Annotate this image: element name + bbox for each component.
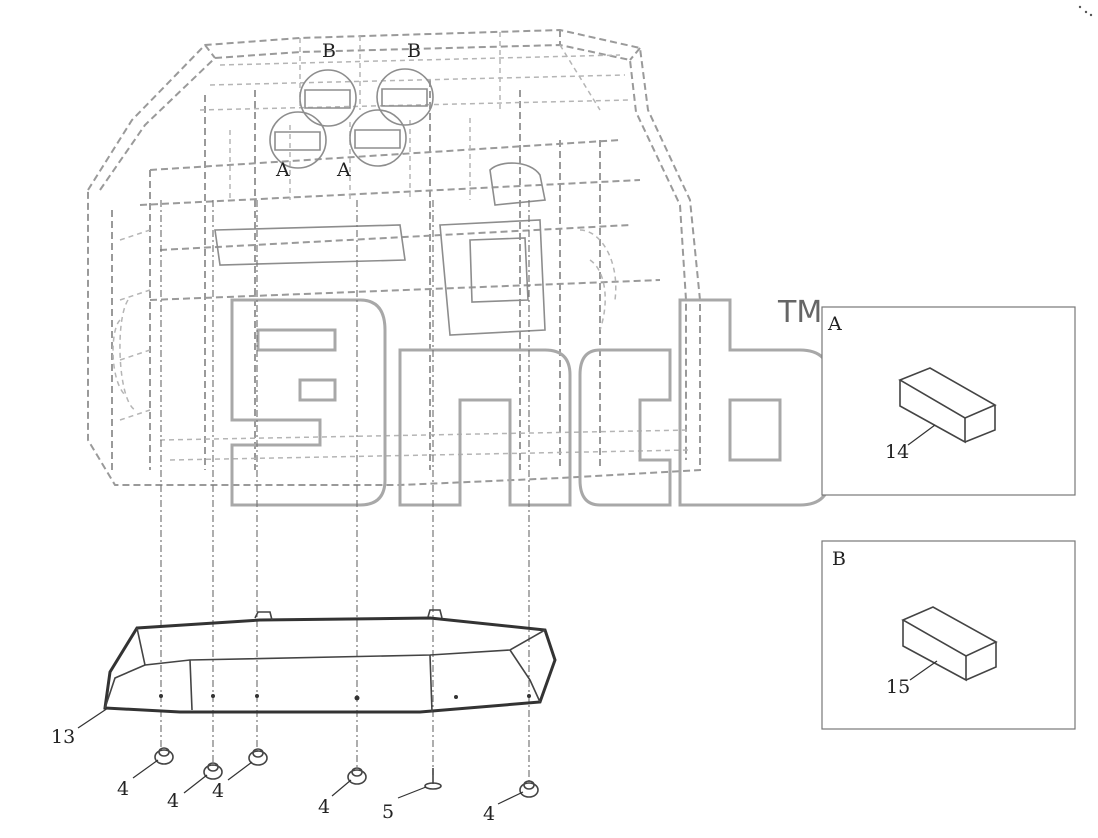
headliner-panel[interactable] [103,609,557,714]
callout-5: 5 [382,801,394,823]
ref-circle-b-right [376,68,434,126]
detail-panel-a [821,306,1076,496]
ref-label-b-left: B [322,40,336,62]
reference-circles [269,68,434,169]
detail-panel-b-label: B [832,548,846,570]
clip-fastener [248,748,268,766]
callout-14: 14 [885,441,909,463]
ref-circle-b-left [299,69,357,127]
ref-label-b-right: B [407,40,421,62]
callout-4: 4 [483,803,495,825]
ref-label-a-right: A [336,159,351,181]
clip-fastener [347,767,367,785]
leader-lines [77,707,524,805]
callout-13: 13 [51,726,75,748]
assembly-axes [160,200,530,782]
ref-circle-a-left [269,111,327,169]
cab-frame [87,28,701,486]
callout-4: 4 [212,780,224,802]
detail-panel-a-label: A [827,313,842,335]
clip-fastener [203,762,223,780]
detail-panel-b [821,540,1076,730]
clip-fastener [154,747,174,765]
clip-fastener [519,780,539,798]
ref-circle-a-right [349,109,407,167]
fasteners [154,747,539,798]
callout-4: 4 [167,790,179,812]
block-part-14 [898,367,997,444]
ref-label-a-left: A [275,159,290,181]
screw-fastener [424,768,442,790]
corner-specks [1078,5,1093,17]
callout-15: 15 [886,676,910,698]
callout-4: 4 [117,778,129,800]
callout-4: 4 [318,796,330,818]
watermark-tm: TM [777,295,822,330]
